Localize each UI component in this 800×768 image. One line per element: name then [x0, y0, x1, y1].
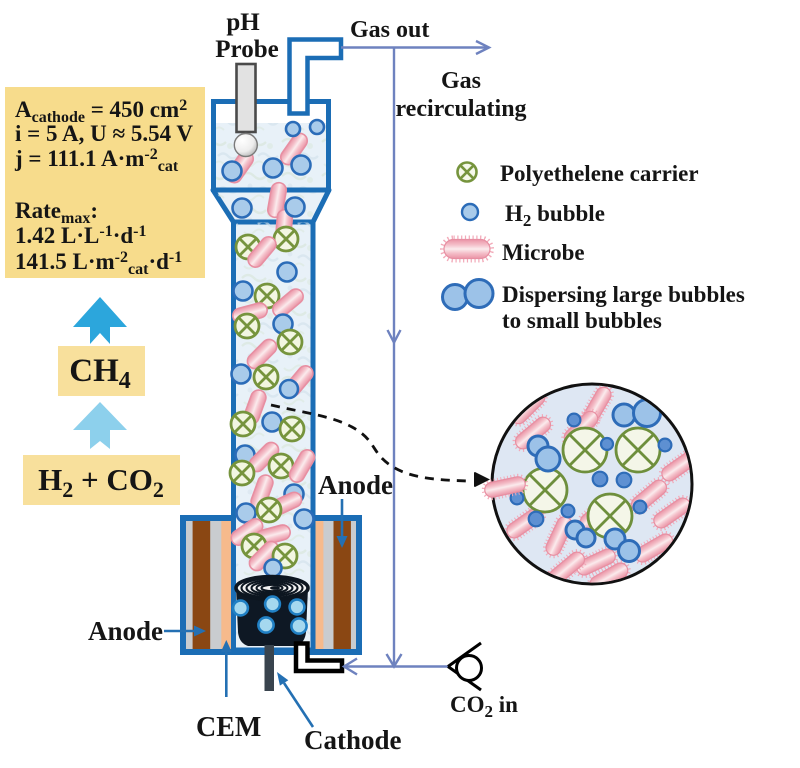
svg-text:CO2 in: CO2 in	[450, 692, 518, 721]
svg-text:Dispersing large bubbles: Dispersing large bubbles	[502, 282, 745, 307]
svg-text:141.5 L·m-2cat·d-1: 141.5 L·m-2cat·d-1	[15, 249, 182, 278]
svg-text:H2 + CO2: H2 + CO2	[38, 462, 164, 502]
svg-text:pH: pH	[226, 9, 260, 36]
svg-text:Microbe: Microbe	[502, 240, 585, 265]
svg-text:H2 bubble: H2 bubble	[505, 201, 605, 230]
svg-text:Gas out: Gas out	[350, 17, 429, 43]
svg-text:to small bubbles: to small bubbles	[502, 308, 662, 333]
svg-text:CEM: CEM	[196, 712, 261, 743]
svg-text:Gas: Gas	[441, 68, 481, 94]
svg-text:recirculating: recirculating	[395, 96, 526, 122]
svg-text:Cathode: Cathode	[304, 725, 402, 755]
svg-text:Anode: Anode	[88, 616, 163, 646]
svg-text:i = 5 A, U ≈ 5.54 V: i = 5 A, U ≈ 5.54 V	[15, 121, 193, 146]
svg-text:Polyethelene carrier: Polyethelene carrier	[500, 161, 699, 186]
svg-text:1.42 L·L-1·d-1: 1.42 L·L-1·d-1	[15, 223, 146, 248]
svg-text:Anode: Anode	[318, 470, 393, 500]
svg-text:Probe: Probe	[215, 36, 278, 63]
